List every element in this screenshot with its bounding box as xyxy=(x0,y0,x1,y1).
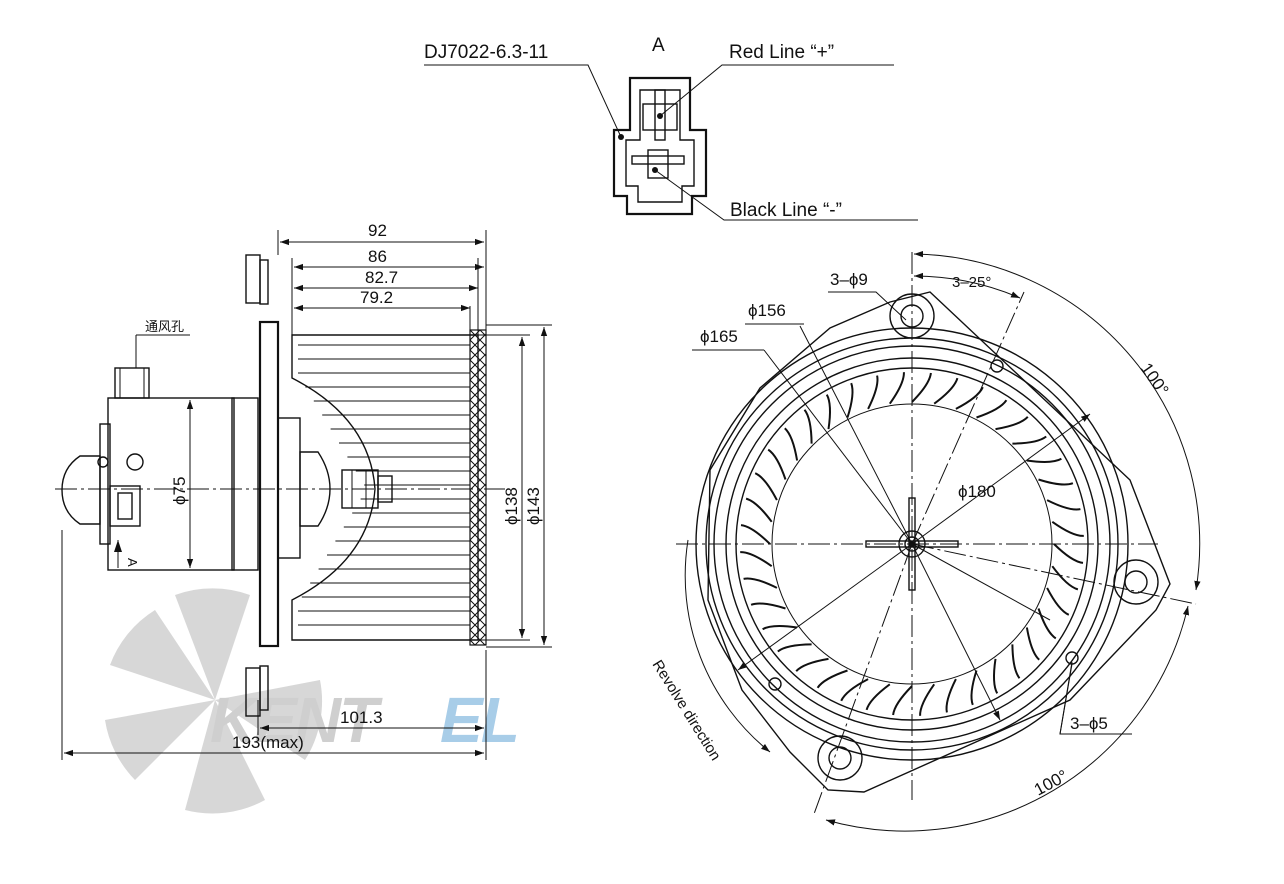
blade-vane xyxy=(846,382,854,418)
watermark: KENT EL xyxy=(105,588,520,814)
blade-vane xyxy=(777,643,812,653)
connector-part-number: DJ7022-6.3-11 xyxy=(424,42,548,63)
dim-193-max: 193(max) xyxy=(232,733,304,752)
blade-vane xyxy=(888,372,905,405)
blade-vane xyxy=(1026,457,1062,463)
blade-vane xyxy=(919,683,936,716)
blade-vane xyxy=(743,577,778,589)
impeller-side xyxy=(291,329,487,646)
fan-logo-icon xyxy=(105,588,323,814)
blade-vane xyxy=(993,658,999,694)
black-line-label: Black Line “-” xyxy=(730,200,842,221)
blade-vane xyxy=(1038,478,1074,486)
blade-vane xyxy=(933,377,959,405)
blade-vane xyxy=(795,657,829,672)
dim-d75: ϕ75 xyxy=(170,477,189,505)
blade-vane xyxy=(892,685,913,716)
blade-vane xyxy=(784,427,799,461)
dim-d180: ϕ180 xyxy=(958,482,996,501)
red-line-label: Red Line “+” xyxy=(729,42,834,63)
blade-vane xyxy=(825,394,831,430)
blade-vane xyxy=(740,551,773,568)
dim-82-7: 82.7 xyxy=(365,268,398,287)
dim-d143: ϕ143 xyxy=(524,487,543,525)
watermark-brand-a: KENT xyxy=(210,684,383,756)
angle-100-top: 100° xyxy=(1137,359,1173,399)
holes-9-label: 3–ϕ9 xyxy=(830,270,868,289)
blade-vane xyxy=(840,678,869,702)
angle-25-label: 3–25° xyxy=(952,274,991,291)
blade-vane xyxy=(955,386,984,410)
blade-vane xyxy=(1053,543,1084,564)
blade-vane xyxy=(865,683,891,711)
blade-vane xyxy=(976,399,1008,419)
blade-vane xyxy=(745,497,773,523)
dim-86: 86 xyxy=(368,247,387,266)
revolve-direction-label: Revolve direction xyxy=(649,657,724,764)
dim-101-3: 101.3 xyxy=(340,708,383,727)
watermark-brand-b: EL xyxy=(440,684,518,756)
blade-vane xyxy=(995,416,1029,431)
blade-vane xyxy=(1051,520,1084,537)
blade-vane xyxy=(970,670,978,706)
side-view: 通风孔 A xyxy=(55,221,552,760)
dim-d165: ϕ165 xyxy=(700,327,738,346)
connector-view-label: A xyxy=(652,35,665,56)
blade-vane xyxy=(750,602,786,610)
holes-5-label: 3–ϕ5 xyxy=(1070,714,1108,733)
vent-hole-label: 通风孔 xyxy=(145,319,184,334)
blade-vane xyxy=(816,669,848,689)
dim-d138: ϕ138 xyxy=(502,487,521,525)
blade-vane xyxy=(1011,644,1021,679)
dim-79-2: 79.2 xyxy=(360,288,393,307)
blade-vane xyxy=(767,448,787,480)
blade-vane xyxy=(945,678,957,713)
blade-vane xyxy=(754,472,778,501)
angle-100-bottom: 100° xyxy=(1031,766,1071,799)
connector-view: A DJ7022-6.3-11 Red Line “+” Black Line … xyxy=(424,35,918,221)
blade-vane xyxy=(1025,627,1040,661)
blade-vane xyxy=(911,372,932,403)
dim-92: 92 xyxy=(368,221,387,240)
blade-vane xyxy=(867,375,879,410)
blade-vane xyxy=(1046,499,1081,511)
blade-vane xyxy=(762,625,798,631)
blade-vane xyxy=(1037,608,1057,640)
front-view: ϕ165 ϕ156 ϕ180 3–ϕ9 3–25° 100° 100° 3–ϕ5… xyxy=(649,250,1201,832)
blade-vane xyxy=(803,409,813,444)
blade-vane xyxy=(1046,587,1070,616)
dim-d156: ϕ156 xyxy=(748,301,786,320)
view-a-arrow-label: A xyxy=(125,558,140,567)
blade-vane xyxy=(740,524,771,545)
blade-vane xyxy=(1012,435,1047,445)
